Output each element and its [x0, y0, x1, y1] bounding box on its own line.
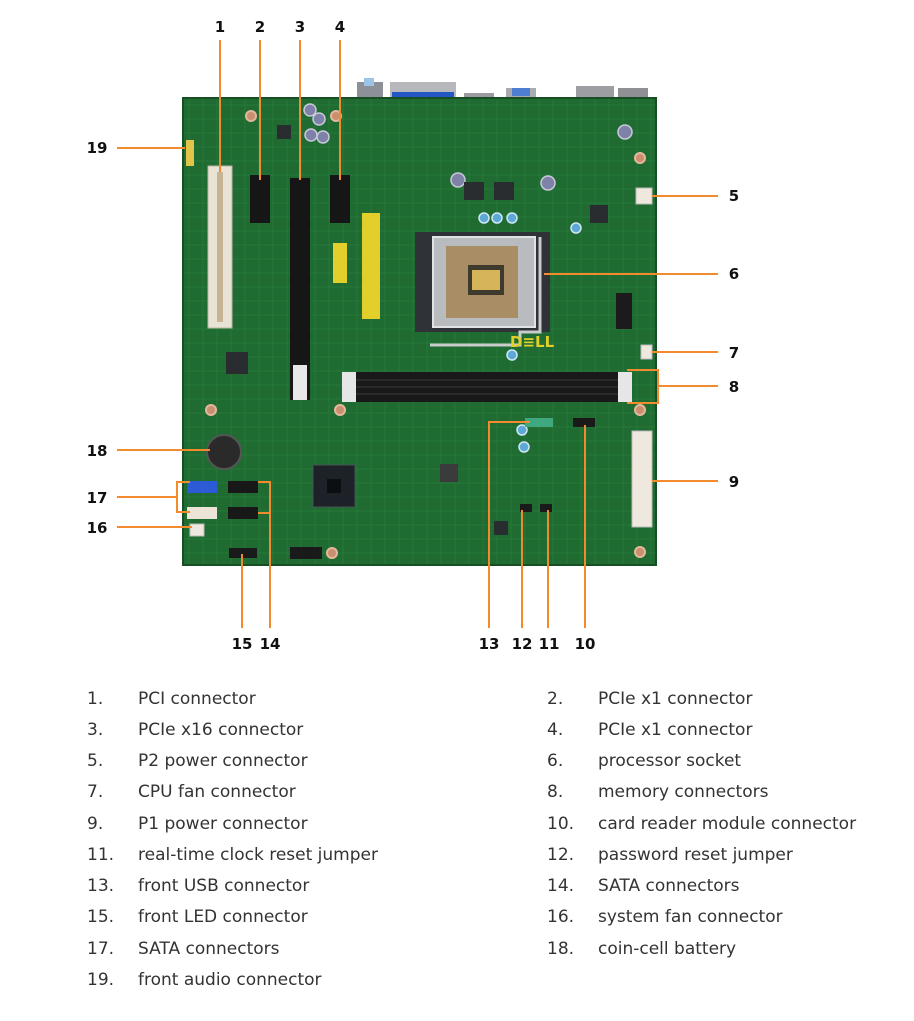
callout-number-17: 17 [86, 489, 108, 507]
card-reader-connector [573, 418, 595, 427]
callout-line-13 [488, 421, 530, 628]
cpu-fan-connector [640, 344, 653, 360]
callout-number-3: 3 [294, 18, 306, 36]
callout-number-2: 2 [254, 18, 266, 36]
front-led-connector [229, 548, 257, 558]
callout-line-17 [117, 481, 190, 513]
callout-number-4: 4 [334, 18, 346, 36]
callout-number-18: 18 [86, 442, 108, 460]
pcie-x1-slot-2 [330, 175, 350, 223]
callout-number-1: 1 [214, 18, 226, 36]
callout-number-16: 16 [86, 519, 108, 537]
dell-logo: D≡LL [510, 333, 555, 351]
pcie-x16-slot [290, 178, 310, 400]
callout-number-12: 12 [511, 635, 533, 653]
callout-line-14 [258, 481, 271, 628]
sata-connector-black-1 [228, 481, 258, 493]
motherboard-diagram: D≡LL [86, 18, 740, 653]
callout-number-15: 15 [231, 635, 253, 653]
p2-power-connector [635, 187, 653, 205]
callout-number-9: 9 [728, 473, 740, 491]
callout-number-7: 7 [728, 344, 740, 362]
sata-connector-black-2 [228, 507, 258, 519]
callout-number-19: 19 [86, 139, 108, 157]
motherboard-illustration: D≡LL [117, 40, 718, 628]
memory-slots [342, 372, 632, 402]
p1-power-connector [631, 430, 653, 528]
password-reset-jumper [520, 504, 532, 512]
system-fan-connector [189, 523, 205, 537]
mounting-holes [205, 110, 646, 559]
pcie-x1-slot-1 [250, 175, 270, 223]
processor-socket [415, 232, 550, 347]
sata-connector-white [187, 507, 217, 519]
callout-line-8 [627, 369, 718, 404]
coin-cell-battery [206, 434, 242, 470]
callout-lines [117, 40, 718, 628]
front-usb-connector [525, 418, 553, 427]
front-audio-connector [186, 140, 194, 166]
callout-number-5: 5 [728, 187, 740, 205]
rtc-reset-jumper [540, 504, 552, 512]
callout-number-8: 8 [728, 378, 740, 396]
callout-number-13: 13 [478, 635, 500, 653]
callout-number-10: 10 [574, 635, 596, 653]
callout-number-11: 11 [538, 635, 560, 653]
sata-connector-blue [187, 481, 217, 493]
callout-number-14: 14 [259, 635, 281, 653]
callout-number-6: 6 [728, 265, 740, 283]
